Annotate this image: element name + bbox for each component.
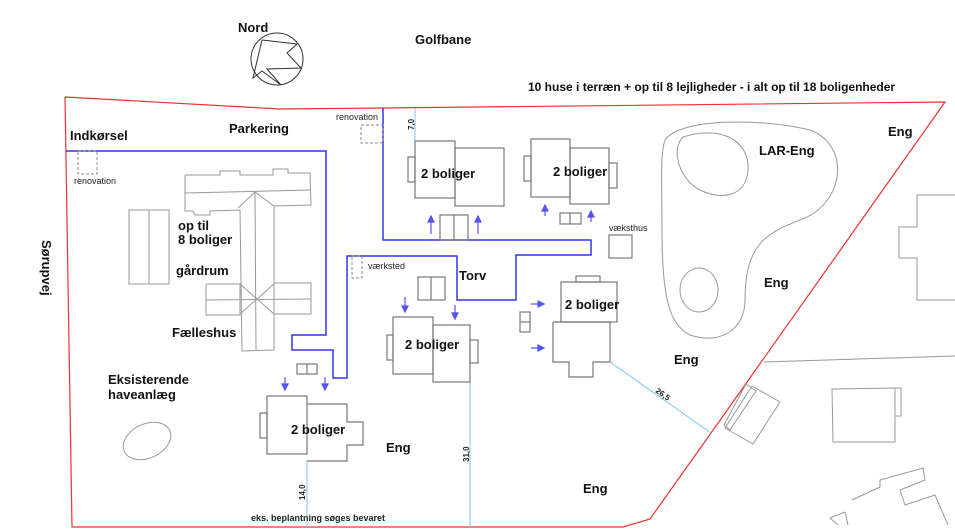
dimension-7: 7,0 [407, 118, 416, 130]
vaerksted-label: værksted [368, 261, 405, 271]
renovation-area [360, 124, 384, 144]
house-5 [259, 395, 364, 462]
house-label: 2 boliger [565, 297, 619, 312]
planting-note: eks. beplantning søges bevaret [251, 513, 385, 523]
eng-label: Eng [386, 440, 411, 455]
garden-label: Eksisterende [108, 372, 189, 387]
vaeksthus-label: væksthus [609, 223, 648, 233]
house-label: 2 boliger [553, 164, 607, 179]
dimension-31: 31,0 [462, 446, 471, 462]
dimension-14: 14,0 [298, 484, 307, 500]
house-3 [552, 275, 618, 378]
house-1 [407, 140, 505, 207]
house-label: 2 boliger [291, 422, 345, 437]
house-4 [386, 316, 479, 383]
garden-label: haveanlæg [108, 387, 176, 402]
eng-label: Eng [888, 124, 913, 139]
north-compass-icon [250, 32, 304, 86]
apartments-label: 8 boliger [178, 232, 232, 247]
sheds [296, 212, 633, 375]
gardrum-label: gårdrum [176, 263, 229, 278]
north-label: Nord [238, 20, 268, 35]
torv-label: Torv [459, 268, 487, 283]
faelleshus-label: Fælleshus [172, 325, 236, 340]
renovation-area [77, 150, 98, 175]
dimension-lines [306, 108, 712, 527]
apartment-building [128, 168, 312, 352]
eng-label: Eng [583, 481, 608, 496]
entrance-arrow-icons [281, 203, 595, 392]
parkering-label: Parkering [229, 121, 289, 136]
house-label: 2 boliger [405, 337, 459, 352]
indkorsel-label: Indkørsel [70, 128, 128, 143]
plan-title: 10 huse i terræn + op til 8 lejligheder … [528, 80, 895, 94]
vaerksted-area [351, 255, 363, 279]
property-boundary [64, 96, 947, 528]
access-road [66, 108, 592, 379]
eng-label: Eng [674, 352, 699, 367]
lar-eng-area [122, 121, 838, 461]
garden-pond [122, 421, 172, 461]
house-label: 2 boliger [421, 166, 475, 181]
apartments-label: op til [178, 218, 209, 233]
renovation-label: renovation [336, 112, 378, 122]
renovation-label: renovation [74, 176, 116, 186]
road-name-sorupvej: Sørupvej [39, 240, 54, 296]
eng-label: Eng [764, 275, 789, 290]
dimension-26-5: 26,5 [654, 386, 672, 403]
lar-eng-label: LAR-Eng [759, 143, 815, 158]
house-2 [523, 138, 618, 205]
neighbouring-buildings [723, 194, 955, 526]
golfbane-label: Golfbane [415, 32, 471, 47]
